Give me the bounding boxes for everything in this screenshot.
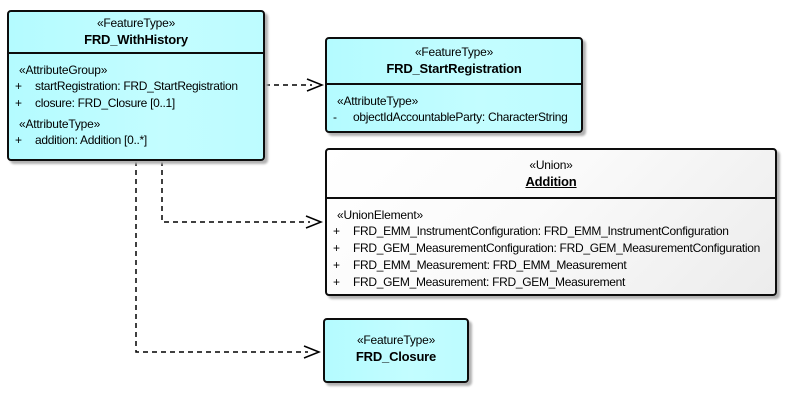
- attribute-row[interactable]: + FRD_EMM_InstrumentConfiguration: FRD_E…: [327, 224, 775, 241]
- class-box-frd-withhistory[interactable]: «FeatureType» FRD_WithHistory «Attribute…: [7, 10, 265, 161]
- section-heading: «AttributeGroup»: [19, 63, 108, 77]
- attribute-text: closure: FRD_Closure [0..1]: [35, 96, 175, 110]
- class-name: Addition: [525, 173, 577, 189]
- class-box-addition-union[interactable]: «Union» Addition «UnionElement» + FRD_EM…: [325, 148, 777, 296]
- visibility-symbol: +: [15, 133, 23, 147]
- stereotype-label: «FeatureType»: [414, 45, 494, 60]
- visibility-symbol: +: [333, 224, 341, 238]
- attribute-row[interactable]: - objectIdAccountableParty: CharacterStr…: [327, 110, 581, 127]
- attribute-row[interactable]: + startRegistration: FRD_StartRegistrati…: [9, 79, 263, 96]
- open-arrowhead-icon: [303, 345, 322, 359]
- open-arrowhead-icon: [306, 78, 325, 92]
- class-name: FRD_WithHistory: [84, 32, 188, 48]
- class-header: «FeatureType» FRD_StartRegistration: [327, 39, 581, 85]
- attribute-text: FRD_EMM_Measurement: FRD_EMM_Measurement: [353, 258, 627, 272]
- attribute-compartment: «AttributeType» - objectIdAccountablePar…: [327, 85, 581, 127]
- stereotype-label: «FeatureType»: [96, 16, 176, 31]
- attribute-row[interactable]: + FRD_GEM_Measurement: FRD_GEM_Measureme…: [327, 275, 775, 292]
- stereotype-label: «Union»: [529, 157, 573, 172]
- attribute-row[interactable]: + FRD_EMM_Measurement: FRD_EMM_Measureme…: [327, 258, 775, 275]
- class-box-frd-closure[interactable]: «FeatureType» FRD_Closure: [323, 318, 469, 383]
- class-header: «FeatureType» FRD_WithHistory: [9, 12, 263, 54]
- attribute-row[interactable]: + closure: FRD_Closure [0..1]: [9, 96, 263, 113]
- class-box-frd-startregistration[interactable]: «FeatureType» FRD_StartRegistration «Att…: [325, 37, 583, 133]
- attribute-text: startRegistration: FRD_StartRegistration: [35, 79, 238, 93]
- visibility-symbol: +: [333, 275, 341, 289]
- attribute-text: FRD_GEM_MeasurementConfiguration: FRD_GE…: [353, 241, 761, 255]
- visibility-symbol: +: [15, 79, 23, 93]
- visibility-symbol: +: [333, 241, 341, 255]
- attribute-compartment: «AttributeGroup» + startRegistration: FR…: [9, 54, 263, 150]
- attribute-row[interactable]: + FRD_GEM_MeasurementConfiguration: FRD_…: [327, 241, 775, 258]
- stereotype-label: «FeatureType»: [356, 333, 436, 348]
- class-header: «Union» Addition: [327, 150, 775, 199]
- visibility-symbol: -: [333, 110, 337, 124]
- section-heading: «AttributeType»: [19, 117, 101, 131]
- attribute-text: FRD_EMM_InstrumentConfiguration: FRD_EMM…: [353, 224, 729, 238]
- class-name: FRD_Closure: [355, 349, 437, 365]
- section-heading: «UnionElement»: [337, 208, 423, 222]
- dependency-line-to-closure[interactable]: [135, 161, 308, 353]
- open-arrowhead-icon: [305, 215, 324, 229]
- section-heading: «AttributeType»: [337, 94, 419, 108]
- class-header: «FeatureType» FRD_Closure: [325, 320, 467, 372]
- class-name: FRD_StartRegistration: [386, 61, 522, 77]
- visibility-symbol: +: [333, 258, 341, 272]
- dependency-line-to-addition[interactable]: [161, 161, 310, 223]
- attribute-text: addition: Addition [0..*]: [35, 133, 147, 147]
- attribute-text: FRD_GEM_Measurement: FRD_GEM_Measurement: [353, 275, 626, 289]
- attribute-text: objectIdAccountableParty: CharacterStrin…: [353, 110, 568, 124]
- visibility-symbol: +: [15, 96, 23, 110]
- attribute-row[interactable]: + addition: Addition [0..*]: [9, 133, 263, 150]
- attribute-compartment: «UnionElement» + FRD_EMM_InstrumentConfi…: [327, 199, 775, 292]
